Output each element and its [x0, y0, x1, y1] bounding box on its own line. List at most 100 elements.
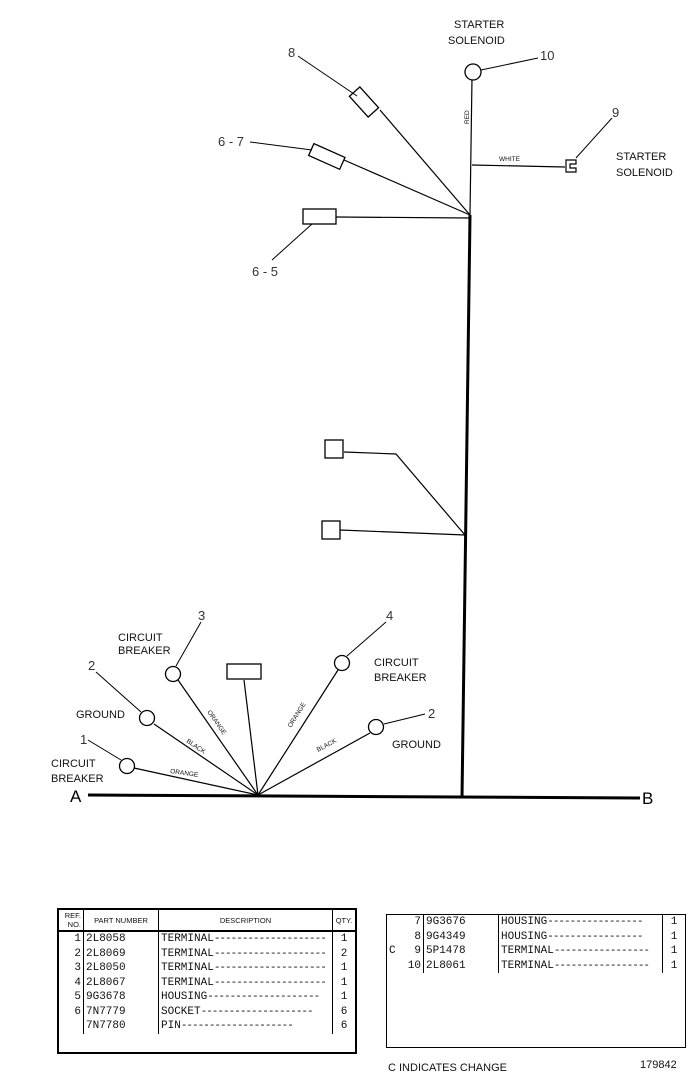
table-row: 7N7780 PIN-------------------- 6 [59, 1019, 355, 1034]
housing-7 [307, 142, 346, 171]
leader-10 [480, 57, 539, 71]
table-row: 7 9G3676 HOUSING----------------- 1 [387, 915, 685, 930]
wire-label-orange-2: ORANGE [205, 709, 227, 737]
row-part-number: 9G3676 [423, 915, 499, 930]
row-description: TERMINAL-------------------- [158, 931, 333, 947]
point-b-label: B [642, 789, 653, 808]
table-row: 10 2L8061 TERMINAL----------------- 1 [387, 958, 685, 973]
callout-2-left: 2 [88, 658, 95, 673]
table-row: 2 2L8069 TERMINAL-------------------- 2 [59, 946, 355, 961]
leader-8 [297, 55, 358, 97]
starter-solenoid-terminal-9 [565, 159, 577, 173]
circuit-breaker-1-line2: BREAKER [51, 773, 104, 785]
table-row: 4 2L8067 TERMINAL-------------------- 1 [59, 975, 355, 990]
callout-6-5: 6 - 5 [252, 264, 278, 279]
callout-6-7: 6 - 7 [218, 134, 244, 149]
header-ref-no: REF. NO. [59, 910, 84, 932]
wire-label-orange-1: ORANGE [170, 768, 200, 779]
callout-4: 4 [386, 608, 393, 623]
row-qty: 1 [340, 962, 348, 974]
row-ref: 3 [59, 961, 84, 976]
wire-label-black-2: BLACK [316, 737, 339, 753]
callout-9: 9 [612, 105, 619, 120]
header-description: DESCRIPTION [158, 910, 333, 932]
wire-to-housing-5 [335, 216, 471, 219]
wire-to-housing-7 [343, 159, 471, 216]
row-description: PIN-------------------- [158, 1019, 333, 1034]
ground-right-label: GROUND [392, 739, 441, 751]
trunk-red-wire [469, 77, 473, 216]
callout-1: 1 [80, 732, 87, 747]
row-description: TERMINAL-------------------- [158, 961, 333, 976]
table-row: 5 9G3678 HOUSING-------------------- 1 [59, 990, 355, 1005]
circuit-breaker-terminal-3 [164, 665, 182, 683]
row-description: TERMINAL-------------------- [158, 946, 333, 961]
row-change-flag [387, 930, 399, 945]
main-bus-line [87, 793, 641, 800]
row-ref: 10 [399, 958, 424, 973]
wire-label-white: WHITE [499, 156, 521, 163]
row-part-number: 7N7779 [83, 1004, 159, 1019]
starter-solenoid-top-line2: SOLENOID [448, 35, 505, 47]
row-part-number: 5P1478 [423, 944, 499, 959]
table-row: C 9 5P1478 TERMINAL----------------- 1 [387, 944, 685, 959]
row-part-number: 9G4349 [423, 929, 499, 944]
starter-solenoid-top-line1: STARTER [454, 19, 504, 31]
table-row: 3 2L8050 TERMINAL-------------------- 1 [59, 961, 355, 976]
middle-connector-upper [324, 439, 344, 459]
bottom-leaders [87, 621, 426, 761]
row-description: HOUSING-------------------- [158, 990, 333, 1005]
row-change-flag [387, 915, 399, 930]
row-part-number: 2L8061 [423, 958, 499, 973]
row-part-number: 2L8067 [83, 975, 159, 990]
white-wire [471, 164, 566, 168]
row-ref: 2 [59, 946, 84, 961]
row-ref: 5 [59, 990, 84, 1005]
row-change-flag: C [389, 945, 396, 957]
callout-10: 10 [540, 48, 554, 63]
circuit-breaker-terminal-1 [118, 757, 136, 775]
leader-9 [575, 117, 613, 159]
drawing-number: 179842 [640, 1059, 677, 1071]
starter-solenoid-right-line2: SOLENOID [616, 167, 673, 179]
circuit-breaker-terminal-4 [333, 654, 351, 672]
wire-to-middle-connector-upper [343, 451, 466, 536]
ground-left-label: GROUND [76, 709, 125, 721]
row-description: HOUSING----------------- [498, 915, 663, 930]
table-row: 6 7N7779 SOCKET-------------------- 6 [59, 1004, 355, 1019]
row-ref: 9 [399, 944, 424, 959]
ground-terminal-2-left [138, 709, 156, 727]
row-part-number: 2L8050 [83, 961, 159, 976]
trunk-vertical [460, 214, 472, 799]
middle-connector-lower [321, 520, 341, 540]
callout-3: 3 [198, 608, 205, 623]
housing-5 [302, 208, 337, 225]
row-ref: 7 [399, 915, 424, 930]
row-ref: 1 [59, 931, 84, 947]
housing-center [226, 663, 262, 680]
wire-label-orange-3: ORANGE [287, 701, 308, 729]
change-note: C INDICATES CHANGE [388, 1062, 507, 1074]
circuit-breaker-3-line2: BREAKER [118, 645, 171, 657]
row-ref [59, 1019, 84, 1034]
wire-to-middle-connector-lower [339, 529, 466, 536]
row-qty: 1 [670, 916, 678, 928]
row-description: TERMINAL----------------- [498, 944, 663, 959]
circuit-breaker-3-line1: CIRCUIT [118, 632, 163, 644]
leader-65 [271, 223, 313, 261]
callout-2-right: 2 [428, 706, 435, 721]
point-a-label: A [70, 787, 82, 806]
header-qty: QTY. [332, 910, 355, 932]
row-description: HOUSING----------------- [498, 929, 663, 944]
row-part-number: 2L8058 [83, 931, 159, 947]
row-qty: 1 [340, 976, 348, 989]
parts-table-right: 7 9G3676 HOUSING----------------- 1 8 9G… [386, 914, 686, 1048]
row-qty: 1 [670, 945, 678, 957]
row-ref: 4 [59, 975, 84, 990]
table-row: 1 2L8058 TERMINAL-------------------- 1 [59, 931, 355, 947]
wire-fan [133, 669, 371, 796]
header-part-number: PART NUMBER [83, 910, 159, 932]
row-qty: 1 [670, 930, 678, 943]
row-description: TERMINAL----------------- [498, 958, 663, 973]
